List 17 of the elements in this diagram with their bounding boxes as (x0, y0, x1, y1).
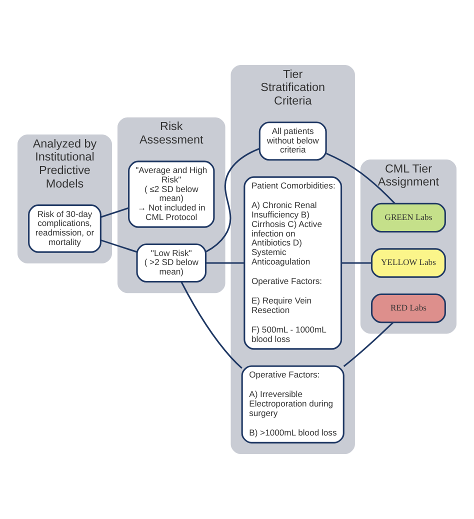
connector (341, 262, 372, 264)
connector (180, 282, 242, 369)
connector (206, 262, 244, 264)
connector (100, 207, 129, 218)
connector (326, 152, 396, 204)
node-box: Patient Comorbidities: A) Chronic Renal Insufficiency B) Cirrhosis C) Active infection on Antibiotics D) Systemic Anticoagulation Operative Factors: E) Require Vein Resection F) 500mL - 1000mL blood loss (244, 176, 342, 350)
node-box: YELLOW Labs (370, 248, 446, 278)
connector (343, 322, 394, 368)
node-box: Risk of 30-day complications, readmission, or mortality (28, 204, 102, 253)
node-box: GREEN Labs (370, 202, 446, 233)
node-box: RED Labs (370, 293, 446, 324)
node-box: Operative Factors: A) Irreversible Electroporation during surgery B) >1000mL blood loss (241, 365, 344, 444)
node-box: "Low Risk" ( >2 SD below mean) (136, 243, 207, 283)
connector (100, 239, 137, 253)
node-box: All patients without below criteria (258, 122, 327, 161)
node-box: "Average and High Risk" ( ≤2 SD below mean) → Not included in CML Protocol (128, 160, 215, 228)
connector (205, 148, 260, 253)
